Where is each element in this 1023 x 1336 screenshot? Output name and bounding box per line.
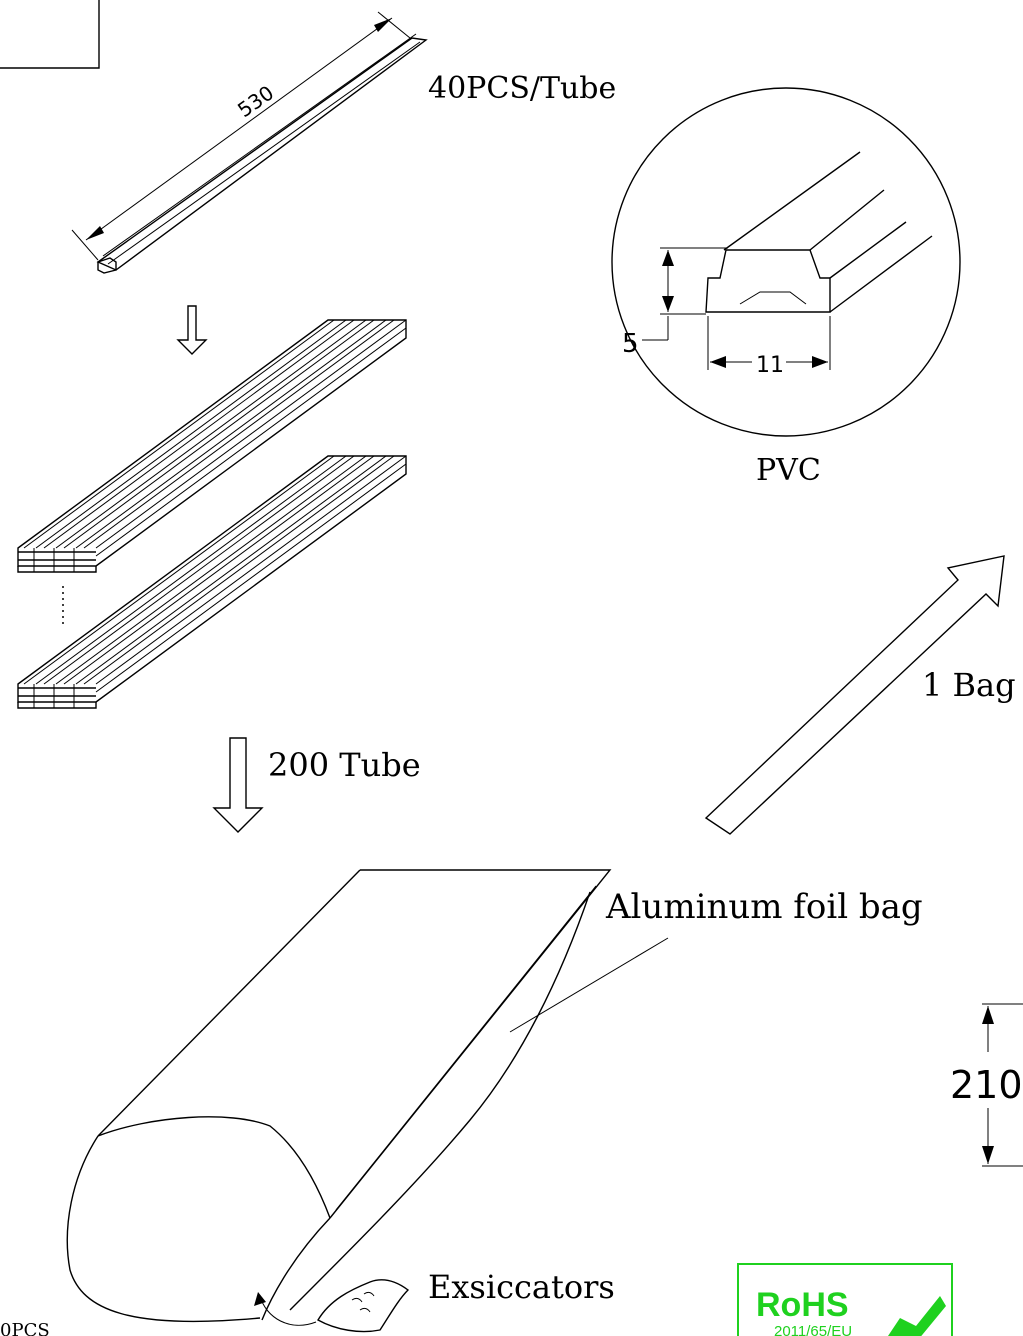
bag-dimension-label: 210 xyxy=(950,1063,1023,1107)
large-down-arrow-icon xyxy=(212,737,264,833)
bag-leader-line xyxy=(509,937,669,1033)
diagonal-arrow-icon xyxy=(704,555,1005,835)
insert-arrow xyxy=(259,1295,317,1326)
desiccant-label: Exsiccators xyxy=(428,1268,615,1306)
bag-count-label: 1 Bag xyxy=(922,666,1016,704)
foil-bag xyxy=(66,869,612,1323)
title-block-frame xyxy=(0,0,100,69)
tube-count-label: 200 Tube xyxy=(268,746,421,784)
tube-bundle-upper xyxy=(17,319,407,573)
bag-height-dimension xyxy=(982,1003,1023,1167)
single-tube xyxy=(96,33,428,274)
down-arrow-icon xyxy=(176,305,208,355)
per-tube-label: 40PCS/Tube xyxy=(428,71,616,106)
rohs-directive: 2011/65/EU xyxy=(774,1323,852,1336)
tube-bundle-lower xyxy=(17,455,407,709)
profile-height-dimension xyxy=(642,247,728,341)
tube-length-label: 530 xyxy=(233,81,278,123)
rohs-title: RoHS xyxy=(756,1286,849,1324)
desiccant-packet-icon xyxy=(317,1279,410,1333)
length-dimension xyxy=(71,11,411,261)
rohs-badge xyxy=(737,1263,953,1336)
profile-detail-circle xyxy=(611,87,961,437)
pvc-profile xyxy=(705,151,933,313)
profile-height-label: 5 xyxy=(622,329,639,359)
profile-width-dimension xyxy=(707,316,831,370)
bag-label: Aluminum foil bag xyxy=(605,887,923,927)
footer-quantity-text: 0PCS xyxy=(0,1320,50,1336)
material-label: PVC xyxy=(756,453,821,488)
profile-width-label: 11 xyxy=(756,353,784,378)
